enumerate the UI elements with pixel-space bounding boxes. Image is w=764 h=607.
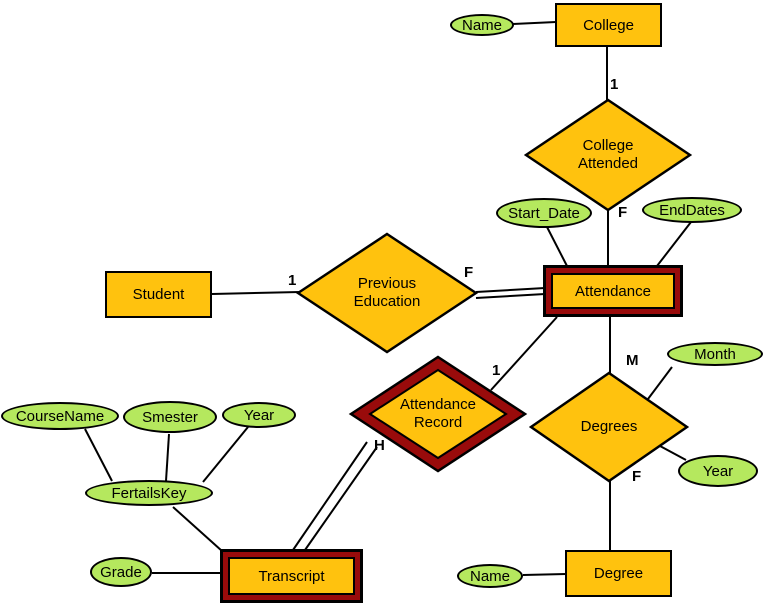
attribute-start-date: Start_Date [496,198,592,228]
weak-diamond-shape [348,355,528,473]
relationship-college-attended-label: College Attended [577,137,639,172]
weak-entity-attendance: Attendance [543,265,683,317]
cardinality-collegeattended-attendance: F [618,204,628,221]
edge-attrecord-transcript-2 [304,446,378,551]
cardinality-attendancerecord-transcript: H [374,437,385,454]
entity-college: College [555,3,662,47]
attribute-label: Name [469,567,510,585]
relationship-previous-education-label: Previous Education [353,275,421,310]
entity-degree: Degree [565,550,672,597]
cardinality-previouseducation-attendance: F [464,264,474,281]
edge-coursename-fertailskey [84,428,113,482]
attribute-fertailskey: FertailsKey [85,480,213,506]
edge-startdate-attendance [546,226,568,267]
attribute-label: Year [702,462,734,480]
diamond-shape [529,371,689,483]
cardinality-attendance-degrees: M [626,352,639,369]
edge-preved-attendance-2 [475,293,546,299]
relationship-attendance-record: Attendance Record [348,354,528,474]
edge-attendance-attrecord [490,316,558,391]
cardinality-college-collegeattended: 1 [610,76,619,93]
attribute-month: Month [667,342,763,366]
entity-transcript-label: Transcript [258,567,325,585]
edge-name-college [512,21,557,25]
relationship-degrees: Degrees [529,371,689,483]
attribute-label: Grade [100,563,142,581]
attribute-name-college: Name [450,14,514,36]
cardinality-degrees-degree: F [632,468,642,485]
attribute-label: Month [694,345,736,363]
edge-smester-fertailskey [165,433,170,482]
cardinality-student-previouseducation: 1 [288,272,297,289]
attribute-year-degrees: Year [678,455,758,487]
attribute-enddates: EndDates [642,197,742,223]
attribute-name-degree: Name [457,564,523,588]
relationship-previous-education: Previous Education [296,232,478,354]
edge-attrecord-transcript-1 [292,441,368,551]
entity-degree-label: Degree [593,565,644,582]
attribute-label: EndDates [659,201,725,219]
attribute-label: CourseName [15,407,105,425]
attribute-grade: Grade [90,557,152,587]
attribute-coursename: CourseName [1,402,119,430]
entity-attendance-label: Attendance [575,282,651,300]
entity-student: Student [105,271,212,318]
attribute-label: FertailsKey [111,484,187,502]
attribute-label: Start_Date [508,204,580,222]
entity-college-label: College [583,16,634,34]
diamond-shape [524,98,692,212]
edge-degrees-month [647,366,673,400]
entity-student-label: Student [132,286,185,303]
relationship-college-attended: College Attended [524,98,692,212]
edge-student-preved [211,291,301,295]
relationship-attendance-record-label: Attendance Record [400,396,476,431]
attribute-label: Smester [142,408,198,426]
edge-preved-attendance-1 [475,287,546,293]
edge-namedegree-degree [522,573,567,576]
weak-entity-attendance-inner: Attendance [551,273,675,309]
weak-entity-transcript: Transcript [220,549,363,603]
edge-enddates-attendance [656,221,692,267]
relationship-degrees-label: Degrees [580,418,638,435]
attribute-label: Name [461,16,502,34]
edge-fertailskey-transcript [172,506,223,552]
attribute-smester: Smester [123,401,217,433]
cardinality-attendance-attendancerecord: 1 [492,362,501,379]
diamond-shape [296,232,478,354]
weak-entity-transcript-inner: Transcript [228,557,355,595]
edge-degrees-year [659,445,687,461]
edge-year-fertailskey [202,426,249,483]
attribute-year-transcript: Year [222,402,296,428]
attribute-label: Year [243,406,275,424]
